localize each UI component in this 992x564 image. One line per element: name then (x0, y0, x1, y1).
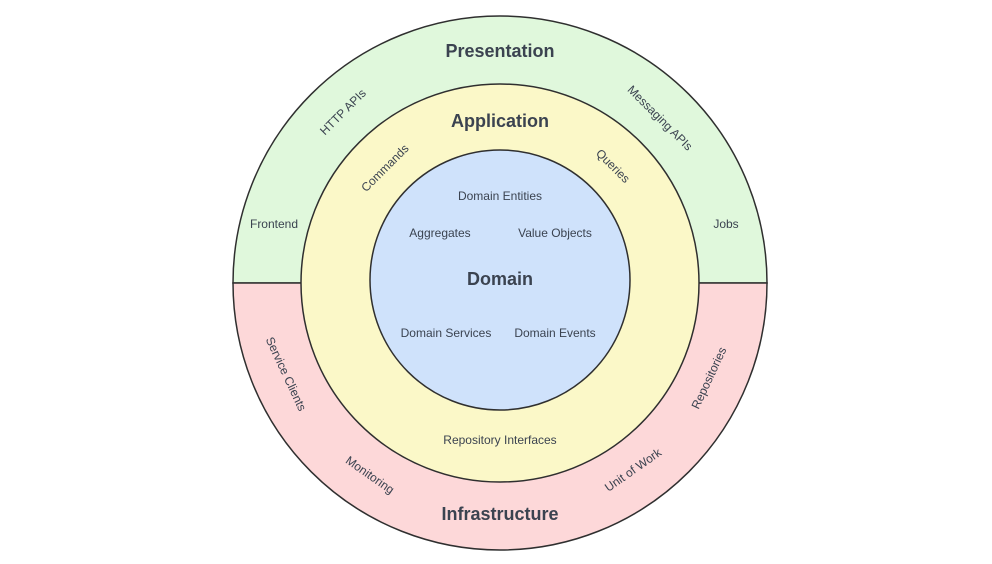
presentation-title: Presentation (445, 41, 554, 61)
domain-events-label: Domain Events (514, 326, 595, 340)
repository-interfaces-label: Repository Interfaces (443, 433, 556, 447)
application-title: Application (451, 111, 549, 131)
jobs-label: Jobs (713, 217, 738, 231)
domain-services-label: Domain Services (401, 326, 492, 340)
value-objects-label: Value Objects (518, 226, 592, 240)
infrastructure-title: Infrastructure (441, 504, 558, 524)
domain-layer (369, 149, 631, 411)
frontend-label: Frontend (250, 217, 298, 231)
domain-title: Domain (467, 269, 533, 289)
aggregates-label: Aggregates (409, 226, 470, 240)
domain-entities-label: Domain Entities (458, 189, 542, 203)
